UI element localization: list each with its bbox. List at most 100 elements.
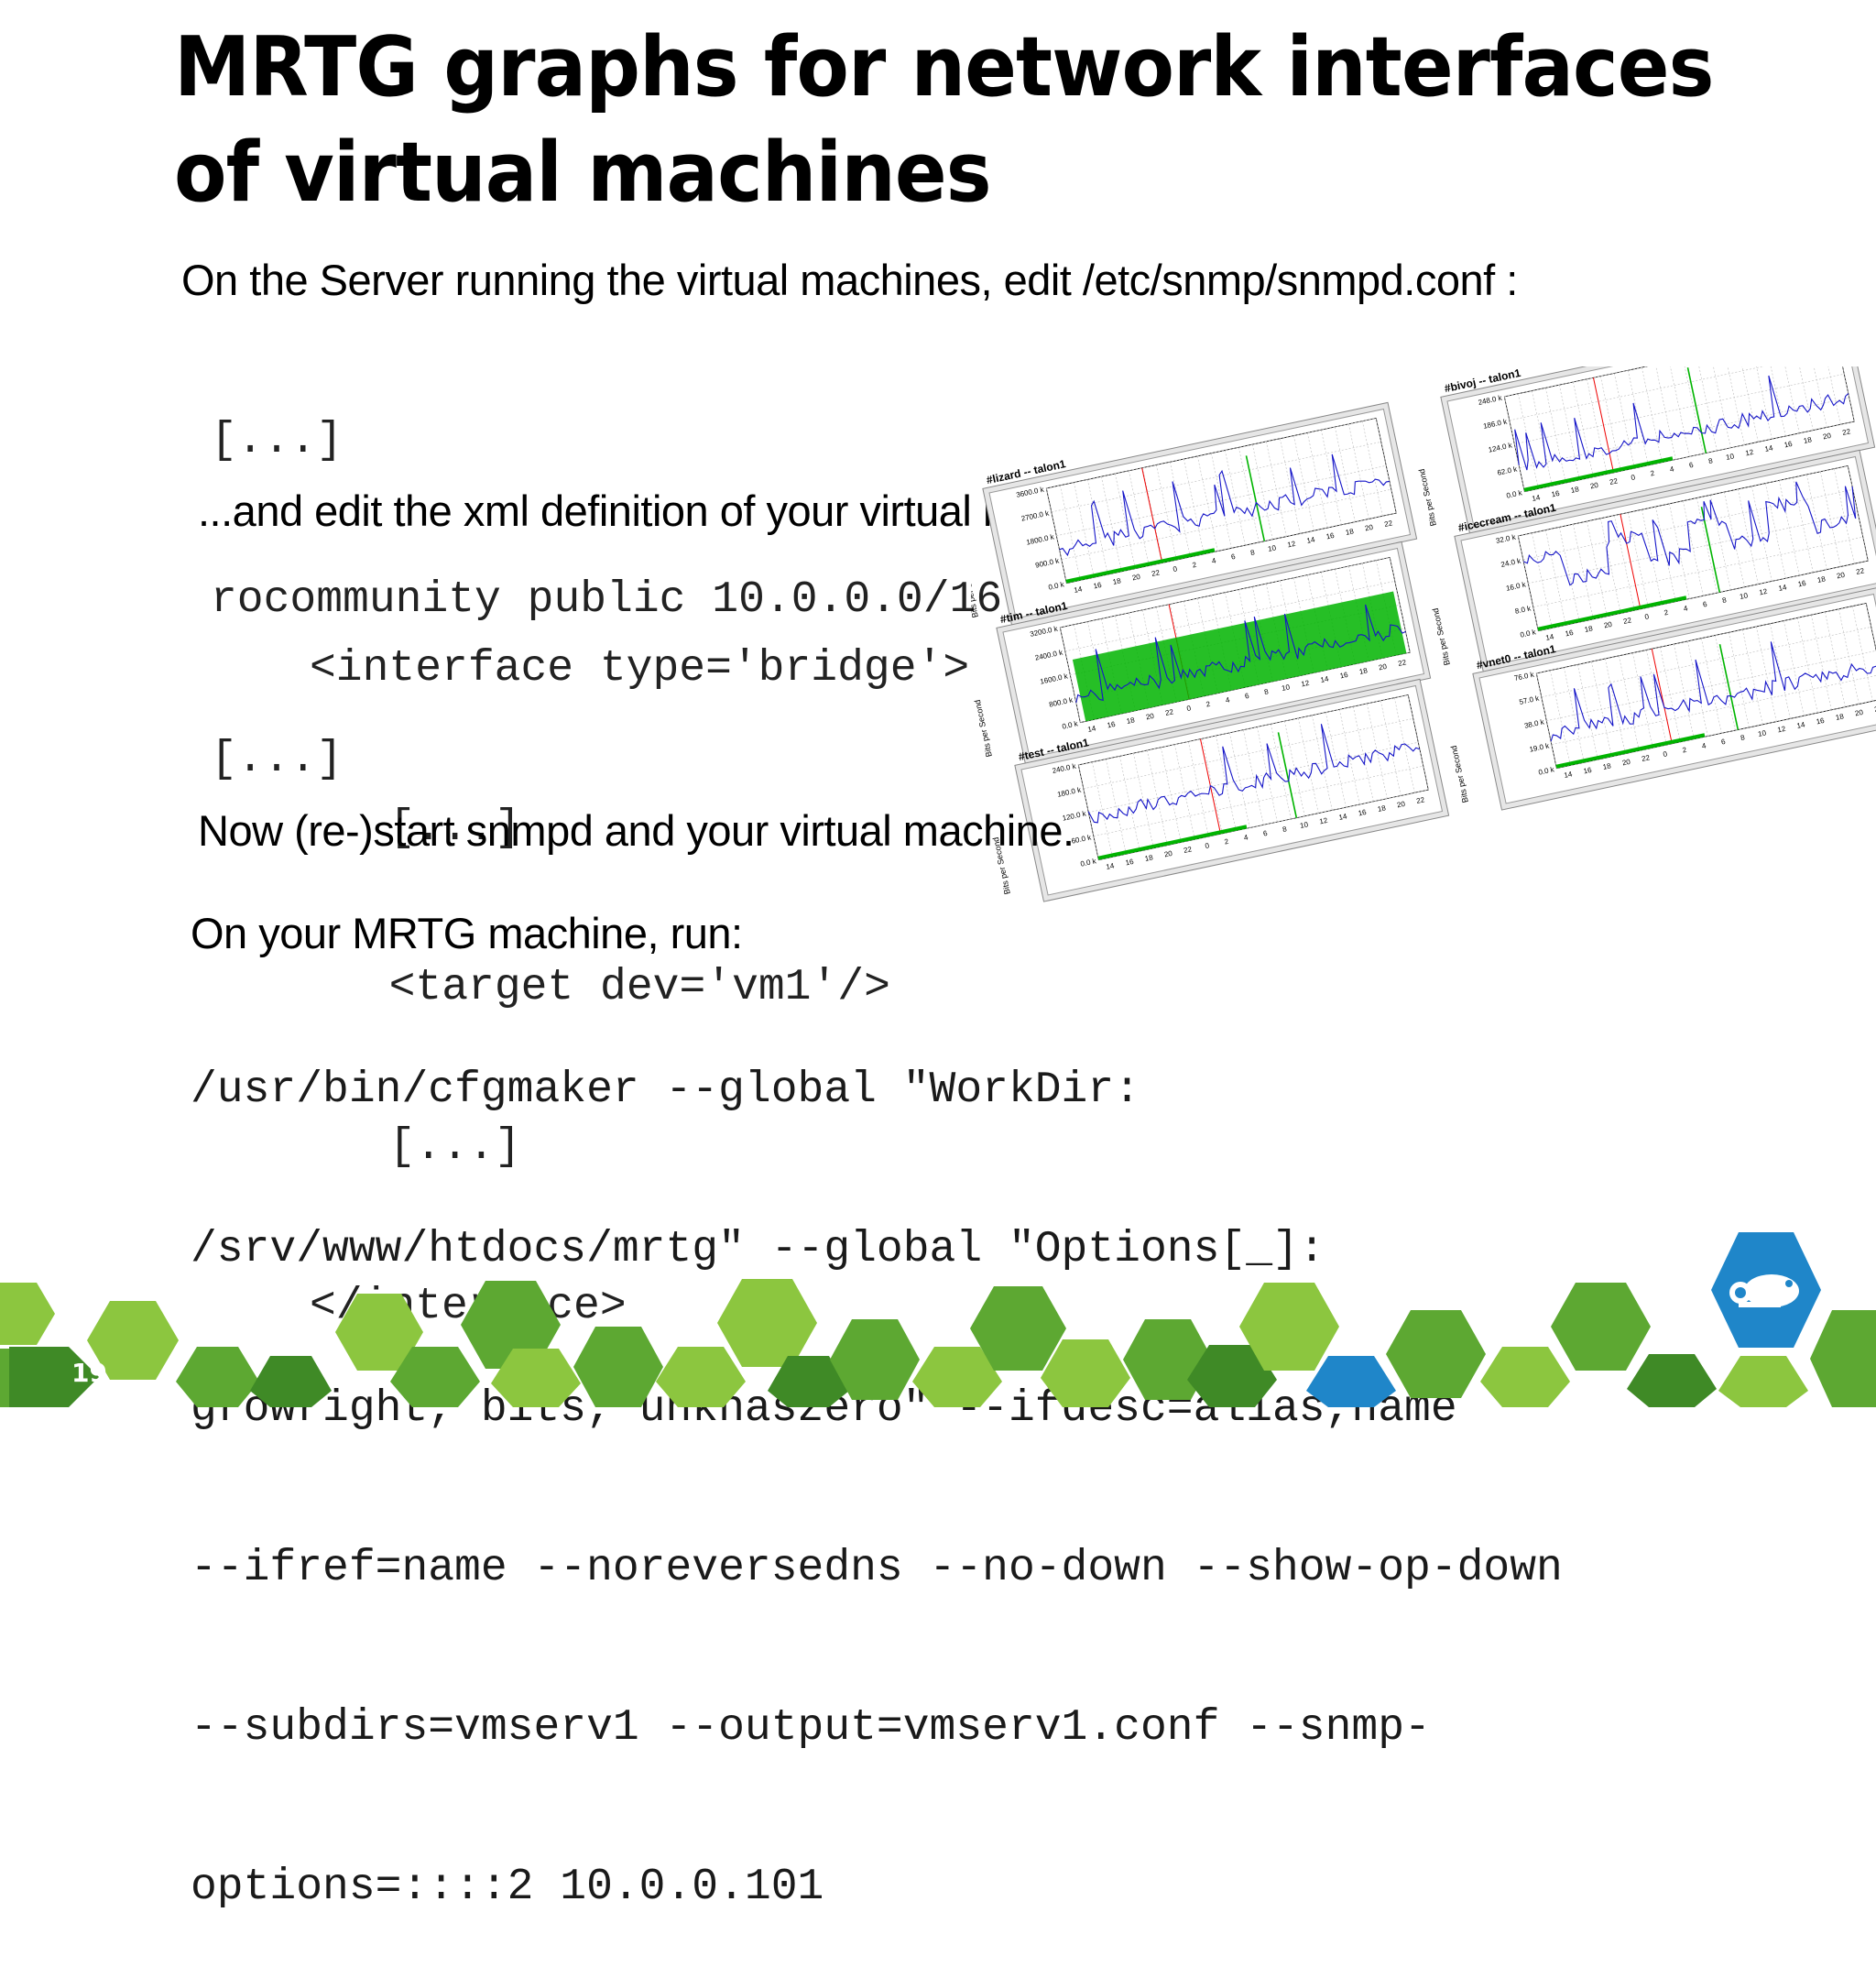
x-tick-label: 12: [1301, 679, 1311, 689]
x-tick-label: 22: [1873, 704, 1876, 714]
y-axis-label: Bits per Second: [1431, 607, 1452, 666]
intro-text: On the Server running the virtual machin…: [181, 256, 1518, 304]
x-tick-label: 18: [1144, 853, 1154, 863]
x-tick-label: 6: [1720, 738, 1727, 747]
x-tick-label: 16: [1565, 628, 1575, 639]
mrtg-intro-text: On your MRTG machine, run:: [191, 909, 743, 957]
x-tick-label: 22: [1397, 658, 1407, 668]
x-tick-label: 22: [1641, 753, 1651, 763]
x-tick-label: 18: [1570, 485, 1580, 495]
code-line: <target dev='vm1'/>: [336, 963, 890, 1012]
x-tick-label: 0: [1663, 749, 1669, 759]
code-line: [...]: [211, 416, 344, 465]
x-tick-label: 20: [1364, 523, 1374, 533]
code-line: [...]: [336, 803, 521, 853]
x-tick-label: 18: [1358, 666, 1369, 676]
x-tick-label: 14: [1320, 674, 1330, 684]
x-tick-label: 4: [1669, 464, 1675, 474]
x-tick-label: 16: [1093, 581, 1103, 591]
code-line: /srv/www/htdocs/mrtg" --global "Options[…: [191, 1225, 1325, 1274]
x-tick-label: 22: [1841, 427, 1851, 437]
x-tick-label: 0: [1631, 473, 1637, 482]
y-axis-label: Bits per Second: [973, 699, 994, 758]
code-line: options=::::2 10.0.0.101: [191, 1863, 824, 1912]
x-tick-label: 20: [1378, 662, 1388, 672]
x-tick-label: 20: [1836, 571, 1846, 581]
y-tick-label: 0.0 k: [1538, 765, 1556, 777]
x-tick-label: 10: [1267, 543, 1277, 553]
x-tick-label: 2: [1205, 700, 1212, 709]
x-tick-label: 16: [1816, 716, 1826, 727]
x-tick-label: 8: [1263, 687, 1270, 696]
x-tick-label: 20: [1163, 849, 1173, 859]
hexagon-decoration: [0, 1279, 1876, 1407]
x-tick-label: 6: [1702, 600, 1708, 609]
hexagon-footer: [0, 1279, 1876, 1407]
x-tick-label: 22: [1622, 616, 1632, 626]
x-tick-label: 12: [1777, 725, 1787, 735]
x-tick-label: 14: [1796, 720, 1806, 730]
x-tick-label: 20: [1603, 620, 1613, 630]
x-tick-label: 2: [1192, 561, 1198, 570]
cfgmaker-command: /usr/bin/cfgmaker --global "WorkDir: /sr…: [191, 957, 1563, 1967]
x-tick-label: 10: [1725, 452, 1735, 462]
x-tick-label: 16: [1358, 808, 1368, 818]
x-tick-label: 16: [1125, 858, 1135, 868]
x-tick-label: 22: [1183, 845, 1193, 855]
x-tick-label: 16: [1551, 489, 1561, 499]
x-tick-label: 20: [1621, 758, 1631, 768]
restart-note: Now (re-)start snmpd and your virtual ma…: [198, 806, 1074, 855]
x-tick-label: 4: [1701, 741, 1707, 750]
x-tick-label: 10: [1299, 820, 1309, 830]
x-tick-label: 14: [1338, 812, 1348, 822]
x-tick-label: 10: [1739, 591, 1749, 601]
code-line: --subdirs=vmserv1 --output=vmserv1.conf …: [191, 1703, 1431, 1753]
x-tick-label: 16: [1107, 720, 1117, 730]
x-tick-label: 22: [1609, 476, 1619, 486]
snmpd-conf-snippet: [...] rocommunity public 10.0.0.0/16 [..…: [211, 308, 1002, 839]
x-tick-label: 20: [1589, 481, 1599, 491]
code-line: /usr/bin/cfgmaker --global "WorkDir:: [191, 1065, 1140, 1115]
y-tick-label: 0.0 k: [1520, 628, 1538, 639]
x-tick-label: 22: [1383, 519, 1393, 529]
x-tick-label: 0: [1186, 704, 1193, 713]
x-tick-label: 22: [1164, 707, 1174, 717]
x-tick-label: 8: [1740, 733, 1746, 742]
x-tick-label: 6: [1244, 692, 1250, 701]
x-tick-label: 6: [1262, 829, 1269, 838]
x-tick-label: 2: [1650, 469, 1656, 478]
x-tick-label: 14: [1074, 585, 1084, 595]
x-tick-label: 18: [1126, 716, 1136, 726]
x-tick-label: 10: [1757, 728, 1767, 738]
y-axis-label: Bits per Second: [1417, 468, 1438, 527]
x-tick-label: 14: [1106, 861, 1116, 871]
x-tick-label: 16: [1339, 671, 1349, 681]
x-tick-label: 20: [1822, 432, 1832, 442]
x-tick-label: 18: [1112, 576, 1122, 586]
x-tick-label: 14: [1564, 770, 1574, 780]
y-tick-label: 0.0 k: [1062, 719, 1080, 731]
x-tick-label: 14: [1306, 535, 1316, 545]
x-tick-label: 22: [1415, 795, 1425, 805]
x-tick-label: 8: [1721, 596, 1728, 605]
x-tick-label: 12: [1319, 816, 1329, 826]
x-tick-label: 4: [1225, 695, 1231, 705]
x-tick-label: 10: [1281, 683, 1291, 693]
page-number: 19: [71, 1358, 107, 1388]
x-tick-label: 16: [1783, 440, 1794, 450]
x-tick-label: 22: [1151, 568, 1161, 578]
x-tick-label: 0: [1644, 612, 1651, 621]
x-tick-label: 22: [1855, 566, 1865, 576]
x-tick-label: 6: [1688, 461, 1695, 470]
x-tick-label: 6: [1230, 552, 1237, 562]
title-line-1: MRTG graphs for network interfaces: [174, 19, 1714, 115]
x-tick-label: 20: [1854, 708, 1864, 718]
code-line: --ifref=name --noreversedns --no-down --…: [191, 1544, 1563, 1593]
title-line-2: of virtual machines: [174, 125, 992, 221]
